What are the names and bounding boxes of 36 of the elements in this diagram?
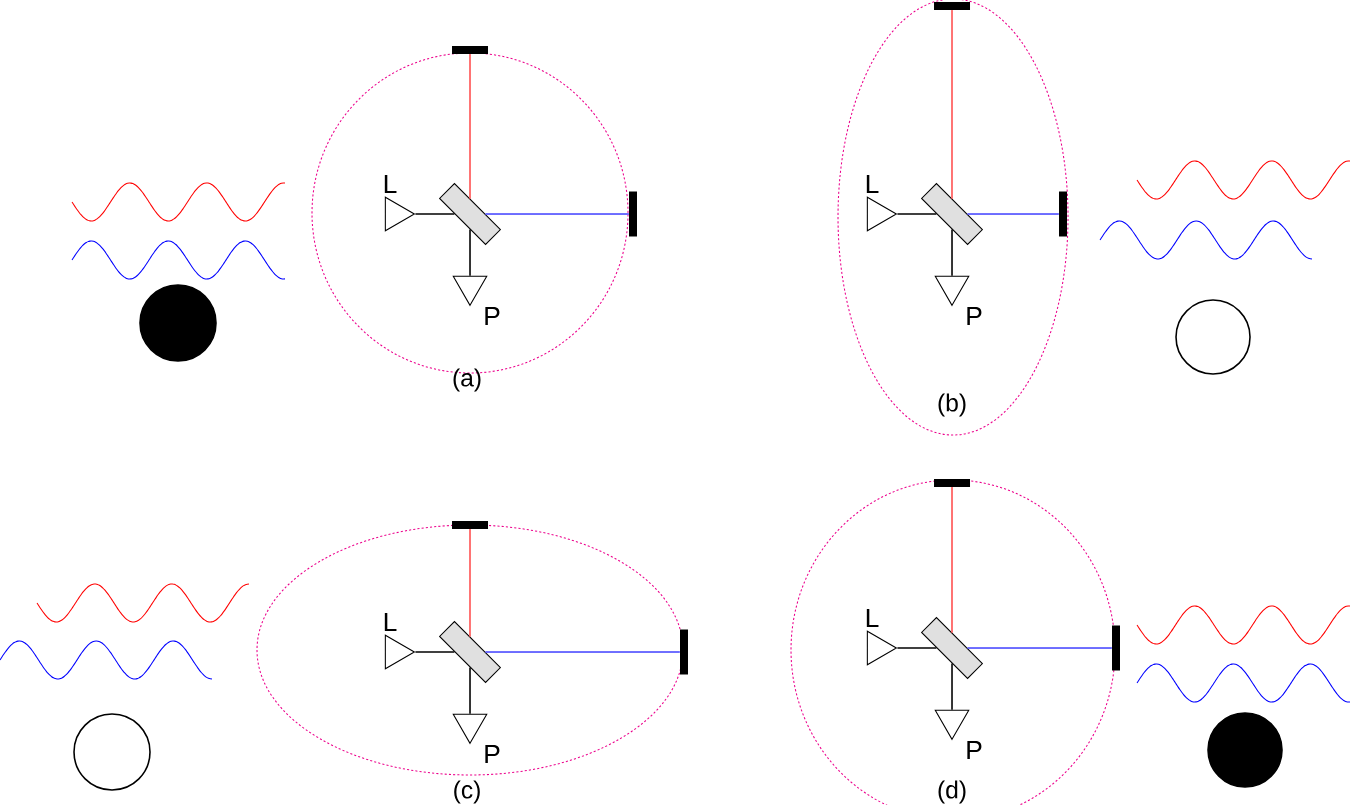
symbol-label: P bbox=[967, 306, 982, 326]
laser-beam bbox=[966, 647, 1113, 649]
mirror-bar bbox=[1112, 625, 1120, 671]
panel-caption: (c) bbox=[454, 780, 480, 804]
mirror-bar bbox=[934, 2, 970, 10]
laser-beam bbox=[484, 651, 681, 653]
connector-line bbox=[896, 213, 938, 215]
symbol-label: P bbox=[485, 306, 500, 326]
laser-beam bbox=[484, 213, 630, 215]
laser-beam bbox=[469, 528, 471, 638]
connector-line bbox=[414, 213, 456, 215]
symbol-label: L bbox=[866, 608, 879, 628]
symbol-label: L bbox=[384, 612, 397, 632]
mirror-bar bbox=[680, 629, 688, 675]
connector-line bbox=[896, 647, 938, 649]
connector-line bbox=[951, 662, 953, 711]
symbol-label: L bbox=[866, 174, 879, 194]
connector-line bbox=[469, 228, 471, 277]
laser-beam bbox=[469, 53, 471, 200]
connector-line bbox=[469, 666, 471, 715]
mirror-bar bbox=[934, 479, 970, 487]
mirror-bar bbox=[452, 46, 488, 54]
mirror-bar bbox=[1059, 191, 1067, 237]
laser-beam bbox=[966, 213, 1060, 215]
panel-caption: (d) bbox=[938, 780, 966, 804]
symbol-label: L bbox=[384, 174, 397, 194]
mirror-bar bbox=[452, 521, 488, 529]
mirror-bar bbox=[629, 191, 637, 237]
connector-line bbox=[951, 228, 953, 277]
symbol-label: P bbox=[485, 744, 500, 764]
laser-beam bbox=[951, 9, 953, 200]
laser-beam bbox=[951, 486, 953, 634]
connector-line bbox=[414, 651, 456, 653]
panel-caption: (a) bbox=[453, 368, 481, 392]
panel-caption: (b) bbox=[938, 393, 966, 417]
symbol-label: P bbox=[967, 740, 982, 760]
